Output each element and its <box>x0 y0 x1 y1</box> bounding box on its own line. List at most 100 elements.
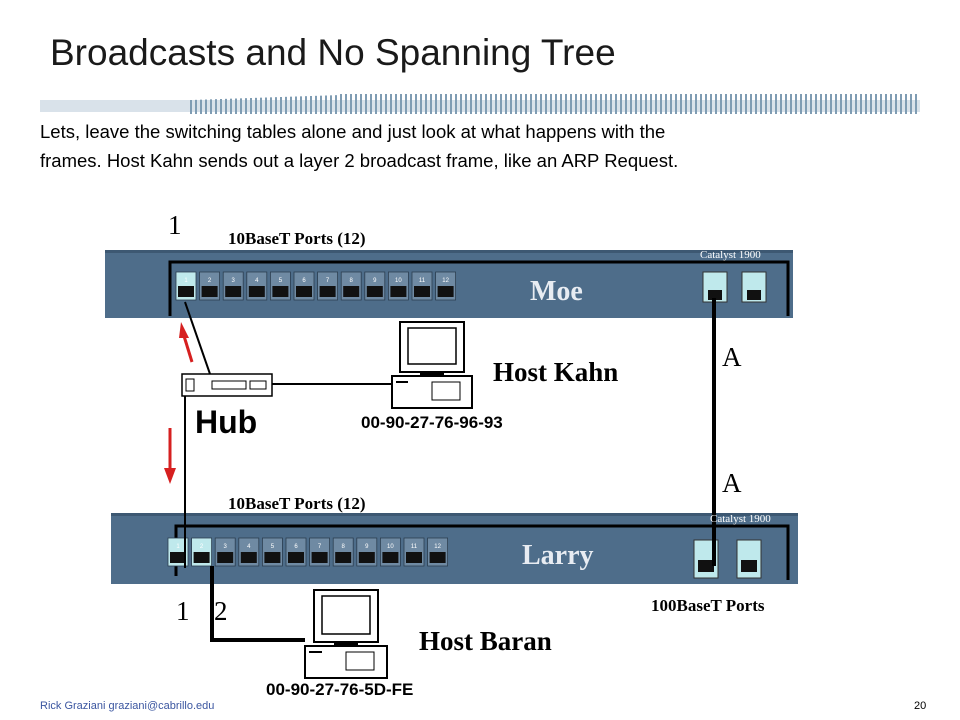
larry-ports-label: 10BaseT Ports (12) <box>228 494 366 513</box>
stripe-line <box>890 94 892 114</box>
stripe-line <box>390 94 392 114</box>
stripe-line <box>560 94 562 114</box>
stripe-line <box>685 94 687 114</box>
stripe-line <box>225 98 227 114</box>
stripe-line <box>495 94 497 114</box>
stripe-line <box>835 94 837 114</box>
stripe-line <box>195 99 197 114</box>
stripe-line <box>520 94 522 114</box>
stripe-line <box>480 94 482 114</box>
port-number: 3 <box>232 278 236 284</box>
stripe-line <box>455 94 457 114</box>
stripe-line <box>350 94 352 114</box>
stripe-line <box>200 99 202 114</box>
port-jack <box>240 552 257 563</box>
stripe-line <box>915 94 917 114</box>
stripe-line <box>735 94 737 114</box>
stripe-line <box>435 94 437 114</box>
stripe-line <box>755 94 757 114</box>
stripe-line <box>545 94 547 114</box>
stripe-line <box>885 94 887 114</box>
stripe-line <box>380 94 382 114</box>
stripe-line <box>855 94 857 114</box>
moe-port-marker: 1 <box>168 210 182 240</box>
stripe-line <box>880 94 882 114</box>
stripe-line <box>475 94 477 114</box>
stripe-line <box>715 94 717 114</box>
host-baran-mac: 00-90-27-76-5D-FE <box>266 680 414 699</box>
larry-uplink-ports-label: 100BaseT Ports <box>651 596 765 615</box>
stripe-line <box>765 94 767 114</box>
page-number: 20 <box>914 700 927 712</box>
stripe-line <box>670 94 672 114</box>
cable-larry-to-baran <box>210 566 305 642</box>
stripe-line <box>845 94 847 114</box>
hub-label: Hub <box>195 404 258 440</box>
moe-model-label: Catalyst 1900 <box>700 249 761 261</box>
intro-line-2: frames. Host Kahn sends out a layer 2 br… <box>40 150 679 171</box>
stripe-line <box>420 94 422 114</box>
stripe-line <box>595 94 597 114</box>
port-number: 1 <box>184 278 188 284</box>
host-baran-label: Host Baran <box>419 626 552 656</box>
port-number: 8 <box>350 278 354 284</box>
stripe-line <box>640 94 642 114</box>
stripe-line <box>665 94 667 114</box>
stripe-line <box>725 94 727 114</box>
stripe-line <box>325 95 327 114</box>
port-number: 7 <box>326 278 330 284</box>
stripe-line <box>255 97 257 114</box>
stripe-line <box>485 94 487 114</box>
larry-model-label: Catalyst 1900 <box>710 513 771 525</box>
stripe-line <box>905 94 907 114</box>
broadcast-arrow-down <box>164 428 176 484</box>
port-jack <box>406 552 422 563</box>
port-jack <box>178 286 194 297</box>
stripe-line <box>360 94 362 114</box>
port-number: 7 <box>318 544 322 550</box>
stripe-line <box>250 98 252 114</box>
stripe-line <box>810 94 812 114</box>
stripe-line <box>730 94 732 114</box>
host-kahn-computer <box>391 321 473 409</box>
stripe-line <box>825 94 827 114</box>
stripe-line <box>290 96 292 114</box>
port-jack <box>288 552 304 563</box>
port-number: 3 <box>224 544 228 550</box>
stripe-line <box>510 94 512 114</box>
stripe-line <box>900 94 902 114</box>
stripe-line <box>460 94 462 114</box>
stripe-line <box>525 94 527 114</box>
port-jack <box>335 552 352 563</box>
stripe-line <box>655 94 657 114</box>
port-jack <box>248 286 265 297</box>
port-jack <box>272 286 289 297</box>
stripe-line <box>345 94 347 114</box>
stripe-line <box>270 97 272 114</box>
stripe-line <box>530 94 532 114</box>
stripe-line <box>385 94 387 114</box>
port-jack <box>170 552 186 563</box>
port-number: 11 <box>411 544 418 550</box>
stripe-line <box>660 94 662 114</box>
stripe-line <box>430 94 432 114</box>
stripe-line <box>340 94 342 114</box>
stripe-line <box>700 94 702 114</box>
stripe-line <box>550 94 552 114</box>
stripe-line <box>565 94 567 114</box>
stripe-line <box>820 94 822 114</box>
stripe-line <box>210 99 212 114</box>
stripe-line <box>465 94 467 114</box>
stripe-line <box>860 94 862 114</box>
intro-line-1: Lets, leave the switching tables alone a… <box>40 121 666 142</box>
stripe-line <box>590 94 592 114</box>
stripe-line <box>335 95 337 114</box>
stripe-line <box>690 94 692 114</box>
stripe-line <box>795 94 797 114</box>
stripe-line <box>895 94 897 114</box>
stripe-line <box>615 94 617 114</box>
port-jack <box>437 286 454 297</box>
stripe-line <box>800 94 802 114</box>
